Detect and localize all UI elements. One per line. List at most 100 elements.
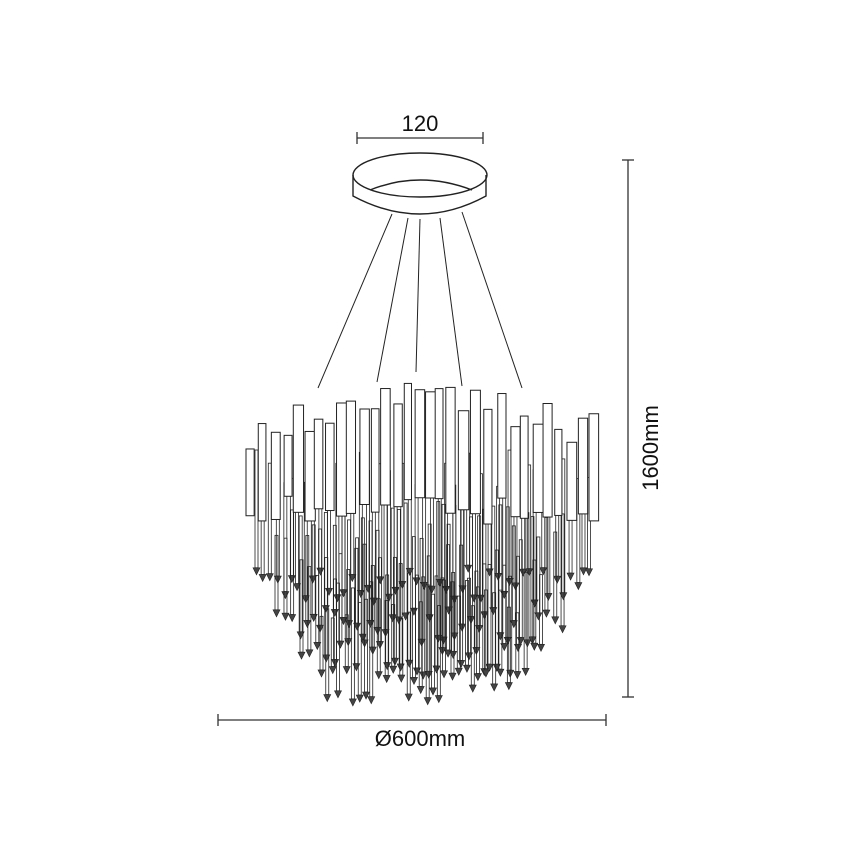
crystal-prism bbox=[345, 620, 354, 629]
crystal-bar bbox=[577, 417, 589, 515]
crystal-prism bbox=[585, 568, 594, 577]
ceiling-ring bbox=[352, 152, 488, 215]
crystal-prism bbox=[405, 659, 414, 668]
crystal-prism bbox=[367, 696, 376, 705]
crystal-prism bbox=[574, 582, 583, 591]
crystal-prism bbox=[362, 691, 371, 700]
crystal-bar bbox=[532, 423, 545, 513]
ring-band bbox=[352, 175, 487, 215]
crystal-bar bbox=[283, 434, 293, 497]
crystal-rod bbox=[350, 587, 355, 700]
crystal-prism bbox=[297, 651, 306, 660]
crystal-prism bbox=[416, 686, 425, 695]
crystal-bar bbox=[304, 430, 316, 522]
crystal-prism bbox=[516, 637, 525, 646]
crystal-prism bbox=[334, 690, 342, 699]
crystal-prism bbox=[265, 573, 274, 582]
crystal-rod bbox=[487, 564, 492, 665]
crystal-rod bbox=[412, 608, 416, 678]
crystal-bar bbox=[497, 393, 507, 499]
crystal-bar bbox=[445, 386, 456, 514]
crystal-bar bbox=[313, 418, 324, 510]
crystal-prism bbox=[328, 666, 337, 675]
diameter-dimension bbox=[217, 714, 607, 726]
crystal-bar bbox=[245, 448, 255, 517]
crystal-bar bbox=[270, 431, 281, 520]
crystal-prism bbox=[389, 665, 398, 674]
crystal-prism bbox=[330, 609, 339, 618]
crystal-prism bbox=[366, 620, 375, 629]
crystal-prism bbox=[500, 643, 509, 652]
crystal-prism bbox=[364, 584, 373, 593]
crystal-prism bbox=[404, 693, 413, 702]
crystal-bar bbox=[457, 410, 470, 511]
crystal-prism bbox=[252, 567, 261, 576]
crystal-prism bbox=[410, 677, 418, 686]
ring-width-dimension bbox=[356, 132, 484, 144]
crystal-prism bbox=[481, 669, 490, 678]
wire bbox=[317, 213, 393, 389]
ring-width-label: 120 bbox=[402, 111, 439, 136]
crystal-bar bbox=[403, 382, 412, 501]
crystal-prism bbox=[348, 698, 357, 707]
crystal-rod bbox=[325, 608, 330, 695]
crystal-prism bbox=[464, 564, 473, 573]
crystal-prism bbox=[325, 587, 333, 596]
crystal-bar bbox=[393, 403, 403, 508]
crystal-bar bbox=[542, 403, 553, 518]
crystal-prism bbox=[288, 614, 297, 623]
crystal-rod bbox=[311, 524, 316, 615]
crystal-prism bbox=[566, 572, 575, 581]
crystal-prism bbox=[424, 670, 433, 679]
crystal-bar bbox=[292, 404, 305, 513]
crystal-bar bbox=[469, 389, 481, 515]
crystal-rod bbox=[467, 577, 471, 654]
crystal-prism bbox=[514, 643, 522, 652]
crystal-bar bbox=[370, 408, 380, 513]
crystal-bar bbox=[554, 428, 563, 516]
ring-inner bbox=[369, 179, 473, 191]
crystal-rod bbox=[431, 593, 435, 689]
crystal-prism bbox=[473, 673, 482, 682]
wire bbox=[376, 217, 409, 383]
crystal-prism bbox=[457, 660, 466, 669]
crystal-prism bbox=[553, 575, 562, 584]
crystal-bar bbox=[336, 402, 348, 517]
crystal-prism bbox=[442, 586, 451, 594]
crystal-bar bbox=[519, 415, 529, 519]
crystal-prism bbox=[272, 609, 281, 618]
crystal-bar bbox=[345, 400, 357, 514]
crystal-prism bbox=[454, 667, 463, 676]
crystal-prism bbox=[559, 592, 568, 601]
crystal-bar bbox=[325, 422, 335, 512]
crystal-prism bbox=[355, 694, 364, 703]
crystal-bar bbox=[588, 413, 600, 522]
crystal-rod bbox=[307, 566, 312, 651]
crystal-prism bbox=[287, 575, 296, 584]
crystal-prism bbox=[374, 671, 383, 680]
crystal-rod bbox=[425, 584, 430, 699]
crystal-bar bbox=[566, 441, 578, 521]
wire bbox=[461, 211, 523, 389]
crystal-prism bbox=[258, 574, 267, 583]
crystal-prism bbox=[423, 697, 432, 706]
crystal-prism bbox=[303, 620, 312, 629]
crystal-prism bbox=[537, 644, 546, 652]
height-dimension bbox=[622, 159, 634, 698]
crystal-prism bbox=[336, 640, 345, 649]
crystal-prism bbox=[551, 616, 560, 625]
crystal-prism bbox=[388, 614, 397, 623]
wire bbox=[415, 218, 421, 373]
crystal-prism bbox=[496, 668, 505, 677]
crystal-prism bbox=[521, 668, 530, 677]
crystal-rod bbox=[502, 564, 507, 644]
crystal-prism bbox=[405, 567, 414, 576]
crystal-prism bbox=[296, 631, 305, 640]
diameter-label: Ø600mm bbox=[375, 726, 465, 751]
crystal-prism bbox=[490, 683, 499, 692]
crystal-rod bbox=[254, 449, 259, 569]
crystal-prism bbox=[465, 652, 473, 661]
crystal-prism bbox=[432, 665, 441, 674]
crystal-prism bbox=[434, 695, 443, 704]
crystal-prism bbox=[281, 612, 290, 621]
